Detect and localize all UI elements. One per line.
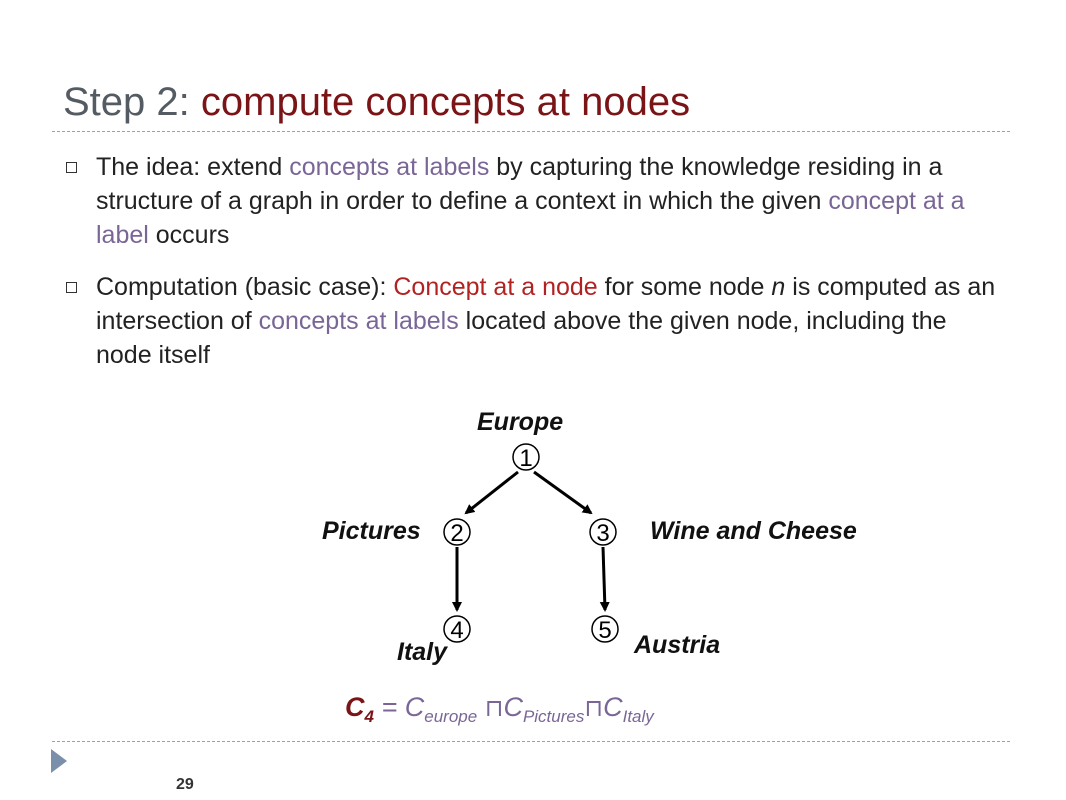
bullet-text-part: by capturing the knowledge residing in a… <box>96 153 943 215</box>
bullet-square-icon <box>66 162 77 173</box>
node-label-wine-and-cheese: Wine and Cheese <box>650 517 857 545</box>
tree-node-4: 4 <box>443 615 471 644</box>
formula-term-subscript: Italy <box>622 707 654 726</box>
formula-term-subscript: europe <box>424 707 478 726</box>
formula-term-symbol: C <box>404 692 425 722</box>
title-divider <box>52 131 1010 132</box>
node-number: 3 <box>596 520 609 547</box>
concept-formula: C4 = Ceurope ⊓CPictures⊓CItaly <box>345 692 654 727</box>
tree-node-2: 2 <box>443 518 471 547</box>
node-label-europe: Europe <box>477 408 564 436</box>
bullet-text-part: for some node <box>597 273 772 301</box>
node-label-italy: Italy <box>397 638 448 666</box>
footer-divider <box>52 741 1010 742</box>
page-number: 29 <box>176 776 194 793</box>
formula-term-symbol: C <box>603 692 623 722</box>
formula-term-subscript: Pictures <box>522 707 585 726</box>
node-number: 5 <box>598 617 611 644</box>
bullet-text-part: concepts at labels <box>289 153 490 181</box>
bullet-text-part: located above the given node, including … <box>96 307 947 369</box>
node-label-austria: Austria <box>634 631 721 659</box>
bullet-text-part: Computation (basic case): <box>96 273 394 301</box>
node-number: 1 <box>519 445 532 472</box>
formula-lhs-subscript: 4 <box>364 707 374 726</box>
bullet-text-part: The idea: extend <box>96 153 290 181</box>
tree-node-5: 5 <box>591 615 619 644</box>
intersection-operator: ⊓ <box>584 695 604 722</box>
formula-lhs-symbol: C <box>345 692 365 722</box>
bullet-text-part: concepts at labels <box>258 307 459 335</box>
bullet-text-part: concept at a label <box>96 187 965 249</box>
bullet-text-part: n <box>771 273 786 301</box>
node-number: 2 <box>450 520 463 547</box>
node-label-pictures: Pictures <box>322 517 421 545</box>
edge-1-3 <box>533 470 593 515</box>
formula-term-3: CItaly <box>603 692 654 726</box>
bullet-computation: Computation (basic case): Concept at a n… <box>66 270 1006 372</box>
title-accent: compute concepts at nodes <box>200 80 691 124</box>
bullet-square-icon <box>66 282 77 293</box>
play-triangle-icon <box>51 749 67 773</box>
bullet-text-part: is computed as an intersection of <box>96 273 996 335</box>
tree-node-3: 3 <box>589 518 617 547</box>
tree-node-1: 1 <box>512 443 540 472</box>
slide-title: Step 2: compute concepts at nodes <box>63 78 690 126</box>
formula-term-1: Ceurope <box>404 692 477 726</box>
formula-term-symbol: C <box>503 692 523 722</box>
intersection-operator: ⊓ <box>484 695 504 722</box>
bullet-list: The idea: extend concepts at labels by c… <box>66 150 1006 390</box>
bullet-text-part: Concept at a node <box>393 273 598 301</box>
edge-3-5 <box>599 546 610 612</box>
edge-1-2 <box>464 470 519 515</box>
node-number: 4 <box>450 617 463 644</box>
bullet-idea: The idea: extend concepts at labels by c… <box>66 150 1006 252</box>
formula-lhs: C4 <box>345 692 374 726</box>
bullet-text-part: occurs <box>148 221 230 249</box>
formula-term-2: CPictures <box>503 692 584 726</box>
formula-equals: = <box>373 692 405 722</box>
title-plain: Step 2: <box>63 80 201 124</box>
